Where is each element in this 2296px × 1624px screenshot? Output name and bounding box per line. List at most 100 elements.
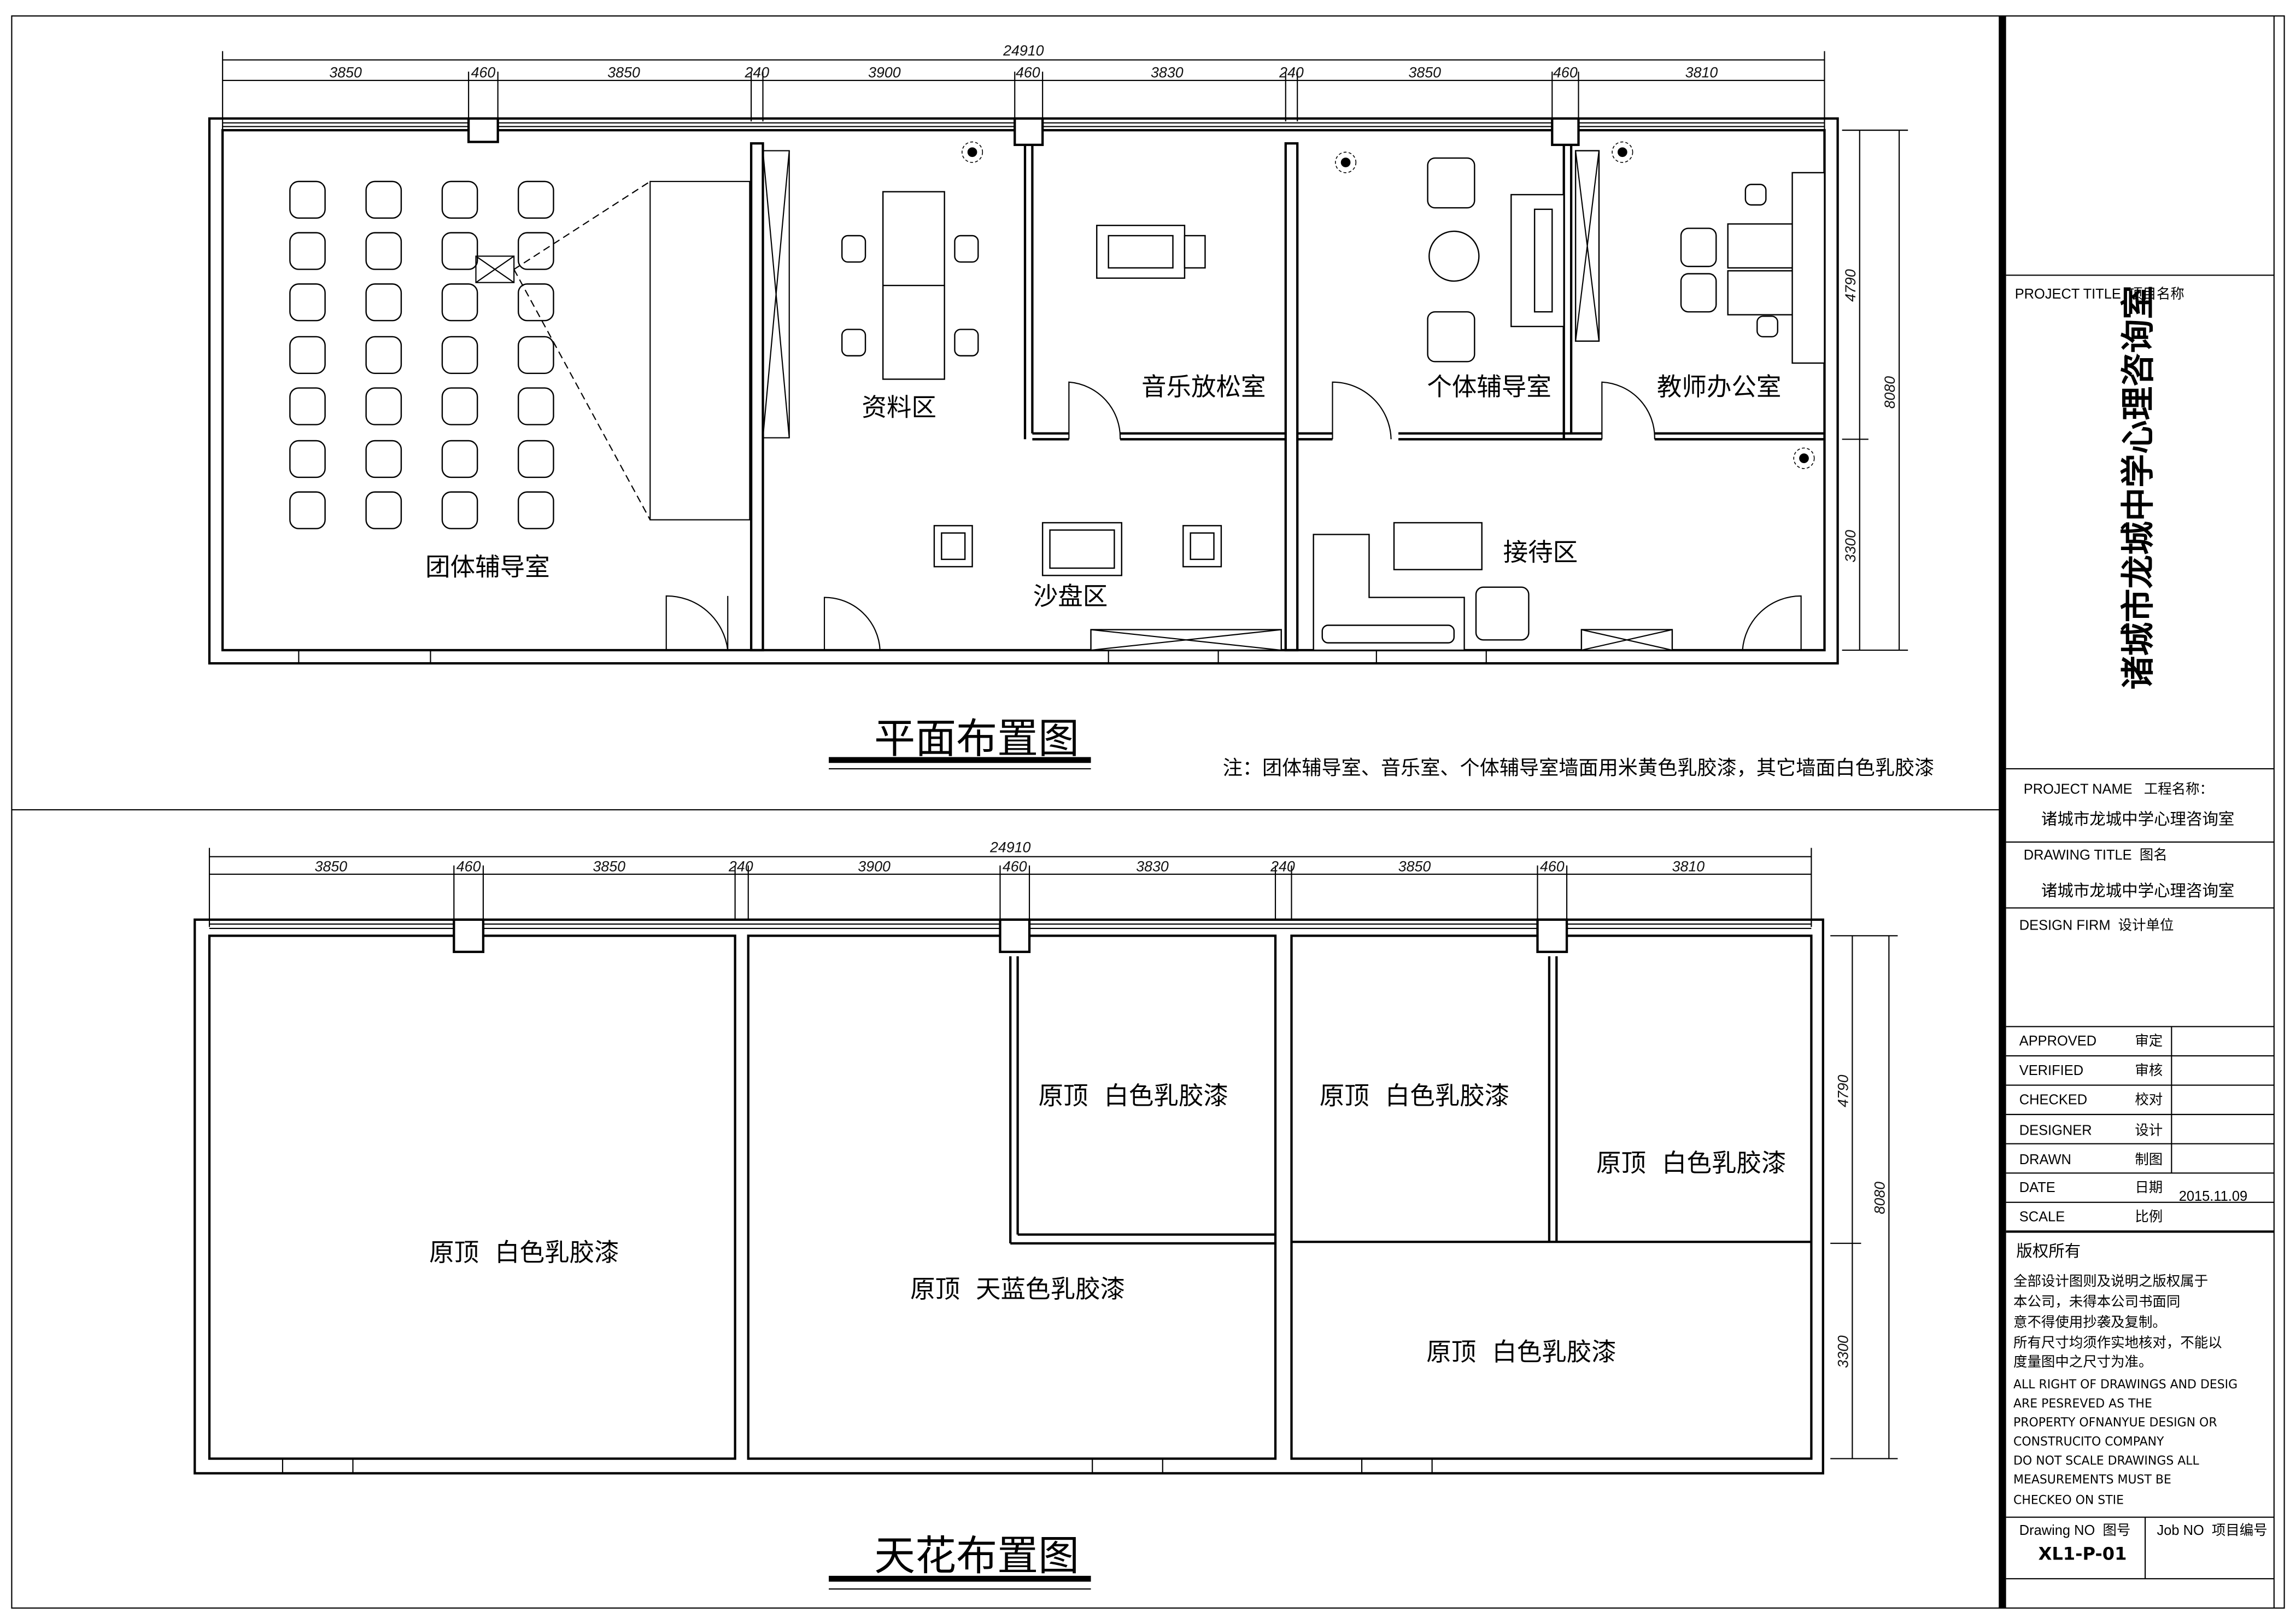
copyright-line: CHECKEO ON STIE xyxy=(2013,1494,2124,1508)
copyright-line: ALL RIGHT OF DRAWINGS AND DESIG xyxy=(2013,1378,2238,1392)
copyright-line: PROPERTY OFNANYUE DESIGN OR xyxy=(2013,1416,2217,1430)
chair-icon xyxy=(441,440,478,478)
chair-icon xyxy=(365,387,402,425)
plant-icons xyxy=(962,141,1815,469)
row-label: DRAWN xyxy=(2019,1152,2071,1167)
row-label-cn: 审定 xyxy=(2135,1033,2163,1049)
chair-icon xyxy=(518,232,554,270)
row-label: DESIGNER xyxy=(2019,1123,2092,1138)
copyright-line: 全部设计图则及说明之版权属于 xyxy=(2013,1273,2208,1289)
copyright-line: 度量图中之尺寸为准。 xyxy=(2013,1353,2152,1370)
ceiling-label: 原顶 白色乳胶漆 xyxy=(429,1238,619,1267)
floor-plan: 24910 3850 460 3850 240 3900 460 3830 24… xyxy=(208,43,1934,780)
dim: 3900 xyxy=(858,858,891,874)
project-name: 诸城市龙城中学心理咨询室 xyxy=(2041,810,2234,828)
room-label: 沙盘区 xyxy=(1033,582,1108,611)
dim: 3850 xyxy=(329,65,362,81)
dim: 460 xyxy=(1016,65,1040,81)
dim: 3810 xyxy=(1672,858,1705,874)
chair-icon xyxy=(441,336,478,374)
copyright-text: 全部设计图则及说明之版权属于 本公司，未得本公司书面同 意不得使用抄袭及复制。 … xyxy=(2013,1273,2238,1508)
door-icons xyxy=(665,381,1802,651)
room-label: 资料区 xyxy=(862,393,936,422)
counseling-furniture xyxy=(1427,157,1565,363)
room-label: 团体辅导室 xyxy=(425,552,550,581)
chair-icon xyxy=(365,180,402,219)
dim: 3850 xyxy=(607,65,640,81)
row-label-cn: 审核 xyxy=(2135,1063,2163,1078)
chair-icon xyxy=(365,283,402,322)
ceiling-walls xyxy=(194,918,1824,1475)
dim: 240 xyxy=(728,858,753,874)
chair-icon xyxy=(289,232,326,270)
title-underline xyxy=(829,1575,1091,1582)
dim: 8080 xyxy=(1882,376,1898,409)
job-no-label: Job NO 项目编号 xyxy=(2157,1523,2268,1538)
bookshelf xyxy=(762,150,790,439)
chair-icon xyxy=(518,336,554,374)
chair-icon xyxy=(441,491,478,529)
plan-walls xyxy=(208,117,1839,665)
chair-icon xyxy=(441,283,478,322)
chair-icon xyxy=(518,491,554,529)
dim: 240 xyxy=(1279,65,1304,81)
dim: 460 xyxy=(1553,65,1578,81)
dim: 3830 xyxy=(1136,858,1169,874)
chair-icon xyxy=(289,336,326,374)
ceiling-label: 原顶 白色乳胶漆 xyxy=(1426,1337,1616,1366)
row-label: VERIFIED xyxy=(2019,1063,2083,1078)
title-block: PROJECT TITLE 项目名称 诸城市龙城中学心理咨询室 PROJECT … xyxy=(1999,16,2275,1608)
dim: 3300 xyxy=(1842,530,1859,563)
sandtable-shelves xyxy=(933,522,1282,651)
chair-icon xyxy=(289,491,326,529)
chair-icon xyxy=(441,180,478,219)
row-label: APPROVED xyxy=(2019,1033,2096,1049)
row-label: DATE xyxy=(2019,1180,2055,1195)
ceiling-title: 天花布置图 xyxy=(874,1532,1079,1580)
chair-icon xyxy=(518,283,554,322)
copyright-line: MEASUREMENTS MUST BE xyxy=(2013,1473,2171,1487)
chair-icon xyxy=(365,440,402,478)
room-label: 个体辅导室 xyxy=(1427,372,1551,401)
chair-icon xyxy=(518,387,554,425)
chair-icon xyxy=(518,440,554,478)
dim: 3830 xyxy=(1151,65,1184,81)
approval-rows: APPROVED 审定 VERIFIED 审核 CHECKED 校对 DESIG… xyxy=(2019,1033,2247,1224)
dim: 460 xyxy=(1540,858,1565,874)
projector-screen xyxy=(475,180,751,521)
plan-title: 平面布置图 xyxy=(874,715,1079,763)
drawing-no-label: Drawing NO 图号 xyxy=(2019,1523,2131,1538)
dim: 3850 xyxy=(315,858,348,874)
office-desks xyxy=(1574,150,1825,364)
dim: 460 xyxy=(471,65,496,81)
title-underline xyxy=(829,757,1091,763)
dim: 4790 xyxy=(1842,269,1859,302)
ceiling-label: 原顶 白色乳胶漆 xyxy=(1596,1149,1787,1178)
music-chair xyxy=(1096,225,1206,279)
ceiling-dimensions xyxy=(208,848,1898,1459)
drawing-title: 诸城市龙城中学心理咨询室 xyxy=(2041,881,2234,900)
dim: 3850 xyxy=(1398,858,1431,874)
row-label-cn: 设计 xyxy=(2135,1123,2163,1138)
chair-icon xyxy=(289,180,326,219)
dim-total: 24910 xyxy=(1003,43,1044,59)
plan-dimensions xyxy=(222,51,1908,651)
drawing-no: XL1-P-01 xyxy=(2039,1543,2127,1564)
dim: 240 xyxy=(1270,858,1295,874)
room-label: 教师办公室 xyxy=(1657,372,1782,401)
dim: 3850 xyxy=(1408,65,1441,81)
sheet-border xyxy=(11,15,2285,1609)
copyright-line: CONSTRUCITO COMPANY xyxy=(2013,1435,2164,1448)
chair-icon xyxy=(518,180,554,219)
row-label-cn: 校对 xyxy=(2135,1092,2163,1107)
row-label-cn: 制图 xyxy=(2135,1152,2163,1167)
project-title-label: PROJECT TITLE 项目名称 xyxy=(2015,287,2184,302)
copyright-line: DO NOT SCALE DRAWINGS ALL xyxy=(2013,1454,2199,1468)
copyright-line: 意不得使用抄袭及复制。 xyxy=(2013,1314,2166,1330)
ceiling-label: 原顶 天蓝色乳胶漆 xyxy=(910,1275,1125,1304)
row-label: CHECKED xyxy=(2019,1092,2087,1107)
reading-table xyxy=(841,191,979,380)
chairs-group-room xyxy=(289,180,554,529)
ceiling-plan: 24910 3850 460 3850 240 3900 460 3830 24… xyxy=(194,839,1898,1590)
dim: 3810 xyxy=(1685,65,1718,81)
